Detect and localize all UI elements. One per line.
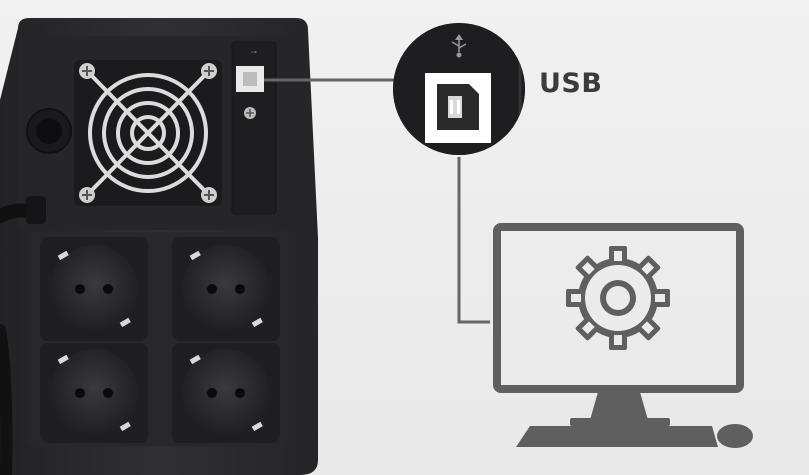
schuko-socket-icon bbox=[172, 237, 280, 341]
svg-text:⭬: ⭬ bbox=[251, 48, 258, 58]
fan-icon bbox=[74, 60, 222, 206]
usb-symbol-icon bbox=[451, 34, 467, 58]
ups-device: ⭬ bbox=[0, 18, 318, 475]
monitor-icon bbox=[493, 223, 744, 426]
gear-icon bbox=[566, 246, 670, 350]
usb-port-label: USB bbox=[539, 68, 603, 99]
usb-b-port-icon bbox=[425, 73, 491, 143]
schuko-socket-icon bbox=[172, 343, 280, 443]
mouse-icon bbox=[717, 424, 753, 448]
fan-screws bbox=[79, 63, 217, 203]
schuko-socket-icon bbox=[40, 237, 148, 341]
connection-lines bbox=[264, 78, 490, 324]
usb-callout bbox=[393, 23, 525, 155]
schuko-socket-icon bbox=[40, 343, 148, 443]
keyboard-icon bbox=[516, 426, 718, 447]
device-usb-port: ⭬ bbox=[231, 41, 277, 215]
breaker-button bbox=[26, 108, 72, 154]
power-cable bbox=[0, 196, 46, 475]
